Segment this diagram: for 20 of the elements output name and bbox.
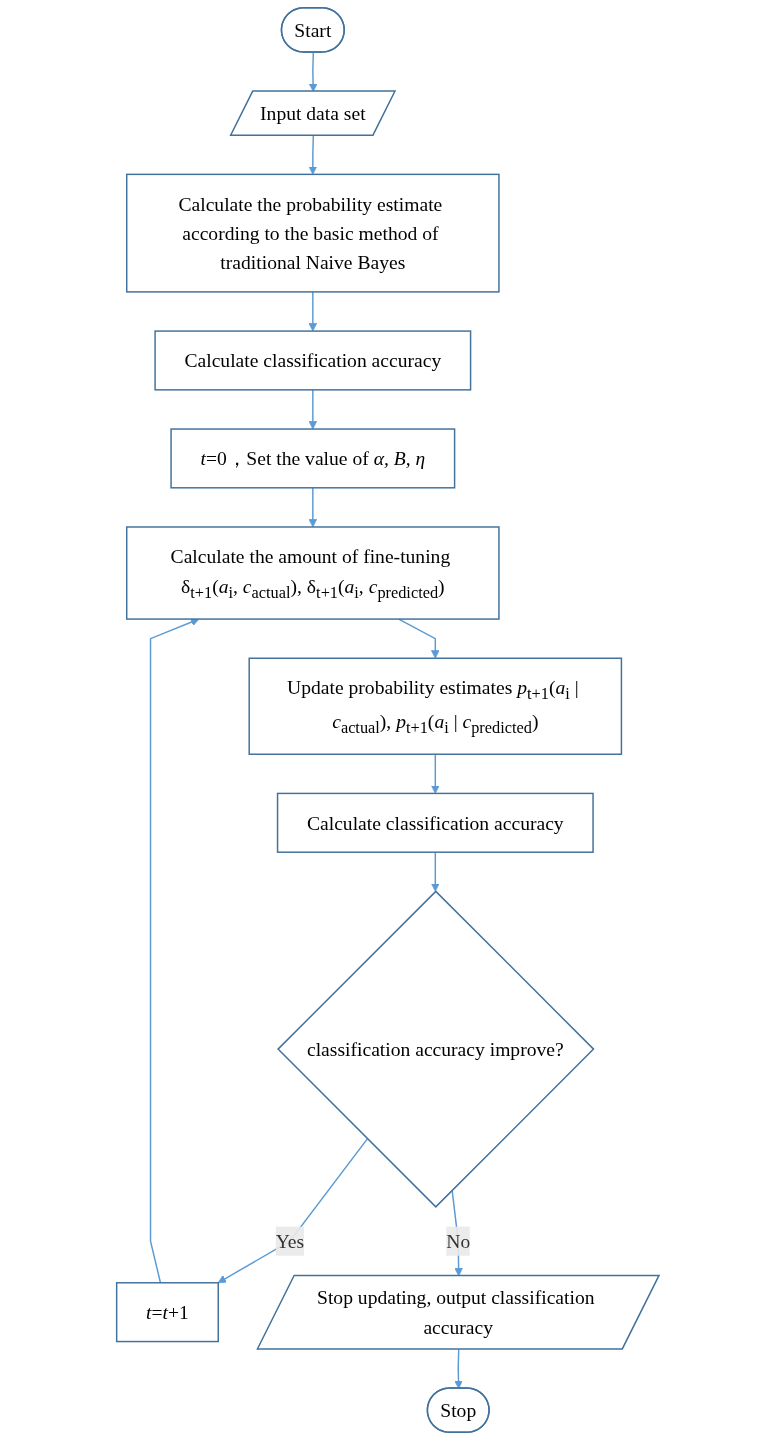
- node-box: Update probability estimates p$_{t+1}$(a$_{i}$ | c$_{actual}$), p$_{t+1}$(a$_{i}$ | c$_{predicted}$): [248, 657, 623, 755]
- node-box: Calculate the amount of fine-tuning δ$_{t+1}$(a$_{i}$, c$_{actual}$), δ$_{t+1}$(a$_{i}$, c$_{predicted}$): [126, 526, 500, 620]
- node-box: Calculate classification accuracy: [154, 330, 472, 391]
- arrow: [308, 487, 318, 528]
- arrow: [398, 618, 440, 659]
- arrow: [308, 291, 318, 332]
- arrow: [309, 51, 318, 92]
- node-box: t=t+1: [116, 1282, 220, 1343]
- arrow: [431, 851, 440, 892]
- node-box: t=0，Set the value of α, B, η: [170, 428, 456, 489]
- node-box: Calculate classification accuracy: [276, 792, 594, 853]
- edge-label: Yes: [275, 1230, 305, 1252]
- arrow: [217, 1138, 369, 1284]
- arrow: [149, 618, 200, 1284]
- arrow: [454, 1348, 463, 1389]
- arrow: [308, 389, 318, 430]
- arrow: [431, 753, 440, 794]
- node-box: Calculate the probability estimate according to the basic method of traditional Naive Bayes: [126, 173, 500, 293]
- node-diamond: classification accuracy improve?: [277, 890, 595, 1208]
- edge-label: No: [446, 1230, 471, 1252]
